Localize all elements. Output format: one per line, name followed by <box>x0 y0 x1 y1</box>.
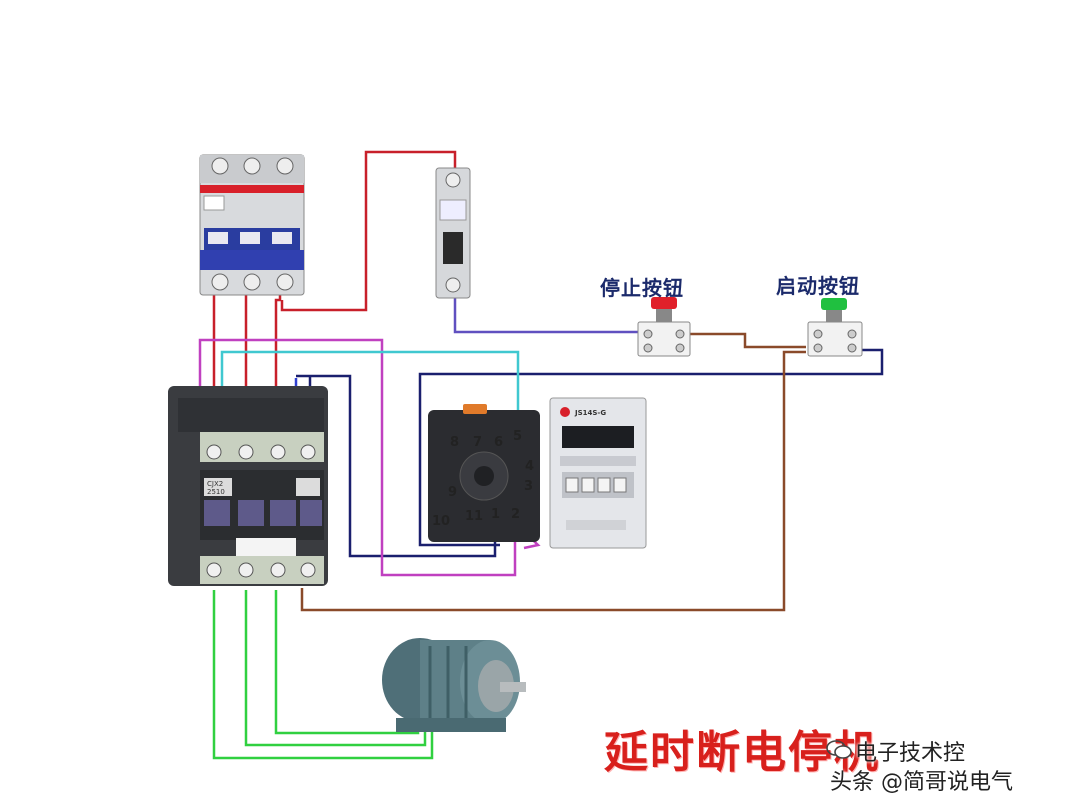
socket-pin-5: 5 <box>513 429 522 444</box>
stop-button <box>637 297 691 357</box>
timer-socket: 8 7 6 5 4 3 9 10 11 1 2 <box>428 404 540 542</box>
wire-magenta <box>198 338 517 577</box>
wire-navy-aux <box>296 374 497 558</box>
diagram-title: 延时断电停机 <box>604 727 880 778</box>
svg-text:JS14S-G: JS14S-G <box>574 409 606 417</box>
socket-pin-1: 1 <box>491 507 500 522</box>
wire-green-v <box>244 590 427 747</box>
svg-text:2510: 2510 <box>207 488 225 496</box>
wire-brown-coil <box>300 350 806 612</box>
start-button <box>807 298 863 357</box>
wire-red-l3 <box>274 292 282 400</box>
socket-pin-11: 11 <box>465 509 483 524</box>
socket-pin-10: 10 <box>432 514 450 529</box>
wire-brown-link <box>690 332 806 349</box>
ac-contactor: CJX2 2510 <box>168 386 328 586</box>
wire-purple-control <box>453 295 640 334</box>
socket-pin-4: 4 <box>525 459 534 474</box>
socket-pin-3: 3 <box>524 479 533 494</box>
wire-navy-start <box>418 348 884 547</box>
socket-pin-9: 9 <box>448 485 457 500</box>
wire-cyan <box>220 350 520 420</box>
wire-red-control <box>280 150 457 312</box>
socket-pin-8: 8 <box>450 435 459 450</box>
start-button-label: 启动按钮 <box>776 274 860 298</box>
stop-button-label: 停止按钮 <box>600 276 684 300</box>
socket-pin-7: 7 <box>473 435 482 450</box>
chat-bubble-icon <box>826 740 852 759</box>
time-relay: JS14S-G <box>549 397 647 549</box>
wire-green-u <box>212 590 434 760</box>
svg-text:CJX2: CJX2 <box>207 480 223 488</box>
socket-pin-6: 6 <box>494 435 503 450</box>
main-circuit-breaker <box>199 154 305 296</box>
socket-pin-2: 2 <box>511 507 520 522</box>
watermark-author: 头条 @简哥说电气 <box>830 770 1013 795</box>
control-circuit-breaker <box>435 167 471 299</box>
motor <box>382 638 526 732</box>
watermark-channel: 电子技术控 <box>855 741 966 766</box>
